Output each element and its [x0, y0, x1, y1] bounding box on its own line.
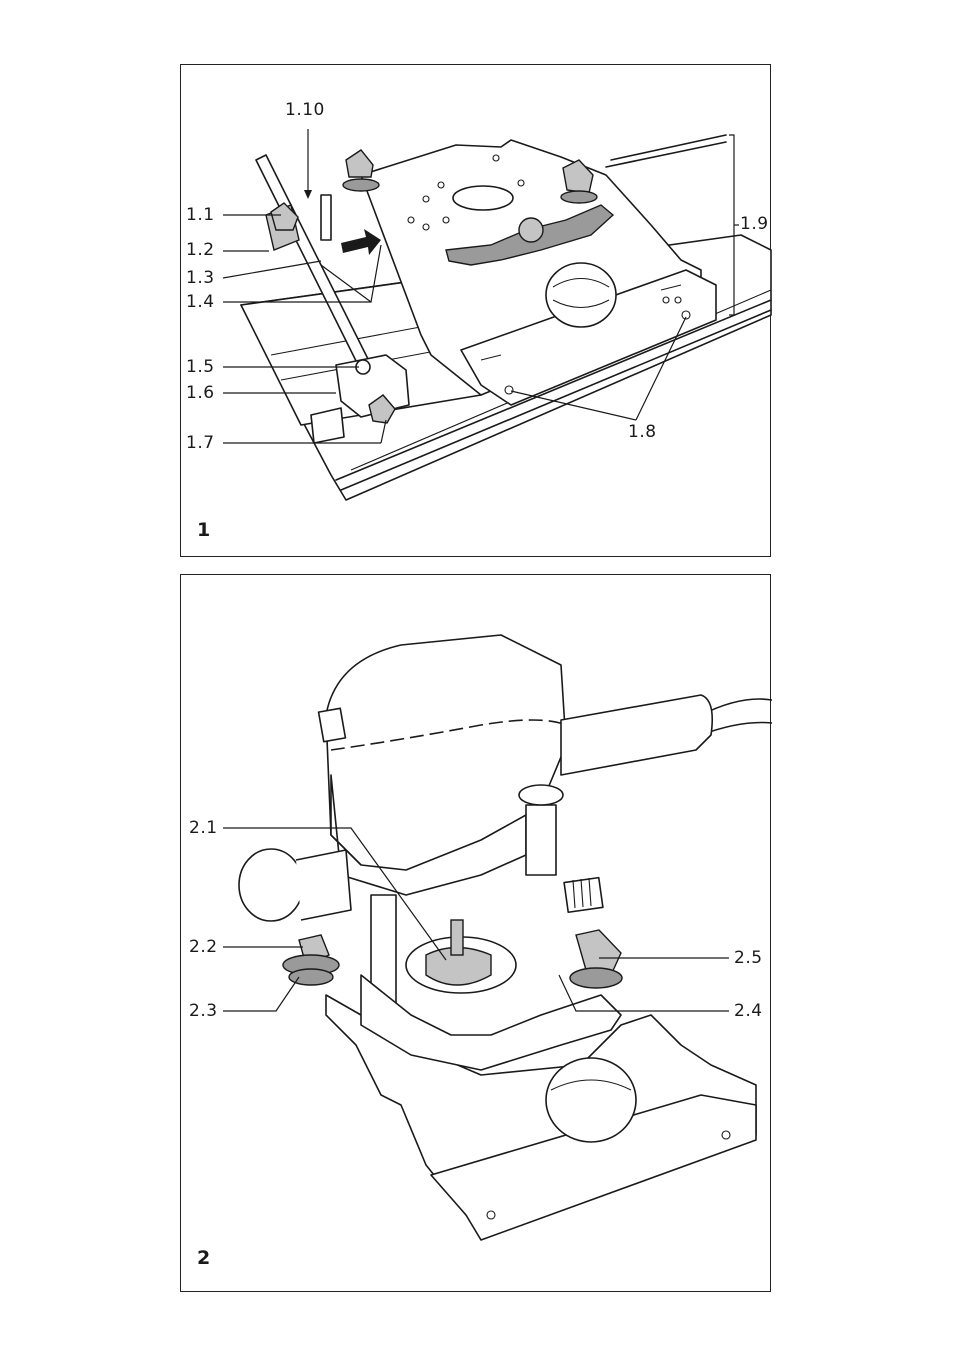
guide-rod — [255, 154, 410, 444]
callout-2-2: 2.2 — [189, 937, 218, 957]
callout-2-5: 2.5 — [734, 948, 763, 968]
clamp-rail — [460, 269, 717, 406]
callout-1-7: 1.7 — [186, 433, 215, 453]
star-knob-right — [569, 929, 623, 989]
figure-1-panel: 1.10 1.1 1.2 1.3 1.4 1.5 1.6 1.7 1.8 1.9… — [180, 64, 772, 557]
star-knob-right — [560, 159, 598, 204]
callout-2-3: 2.3 — [189, 1001, 218, 1021]
callout-1-3: 1.3 — [186, 268, 215, 288]
callout-1-10: 1.10 — [285, 100, 325, 120]
direction-arrow — [341, 229, 381, 255]
figure-2-number: 2 — [197, 1247, 211, 1269]
bridge-handle — [445, 204, 615, 266]
figure-2-panel: 2.1 2.2 2.3 2.4 2.5 2 — [180, 574, 772, 1292]
callout-1-2: 1.2 — [186, 240, 215, 260]
router-base-plate — [325, 994, 757, 1241]
side-knob — [238, 848, 352, 922]
callout-1-1: 1.1 — [186, 205, 215, 225]
callout-1-5: 1.5 — [186, 357, 215, 377]
star-knob-left — [342, 149, 380, 192]
leader-lines-fig1 — [222, 129, 739, 444]
callout-1-9: 1.9 — [740, 214, 769, 234]
leader-lines-fig2 — [223, 827, 729, 1012]
large-knob — [545, 1057, 637, 1143]
callout-1-4: 1.4 — [186, 292, 215, 312]
callout-2-4: 2.4 — [734, 1001, 763, 1021]
callout-1-8: 1.8 — [628, 422, 657, 442]
figure-1-number: 1 — [197, 519, 211, 541]
callout-2-1: 2.1 — [189, 818, 218, 838]
figure-2-drawing — [223, 634, 772, 1241]
star-knob-left — [282, 934, 340, 986]
callout-1-6: 1.6 — [186, 383, 215, 403]
collet — [425, 919, 492, 986]
router-motor-housing — [317, 634, 714, 896]
figure-1-drawing — [222, 129, 772, 501]
large-knob — [545, 262, 617, 328]
depth-stop-ribs — [563, 876, 604, 914]
